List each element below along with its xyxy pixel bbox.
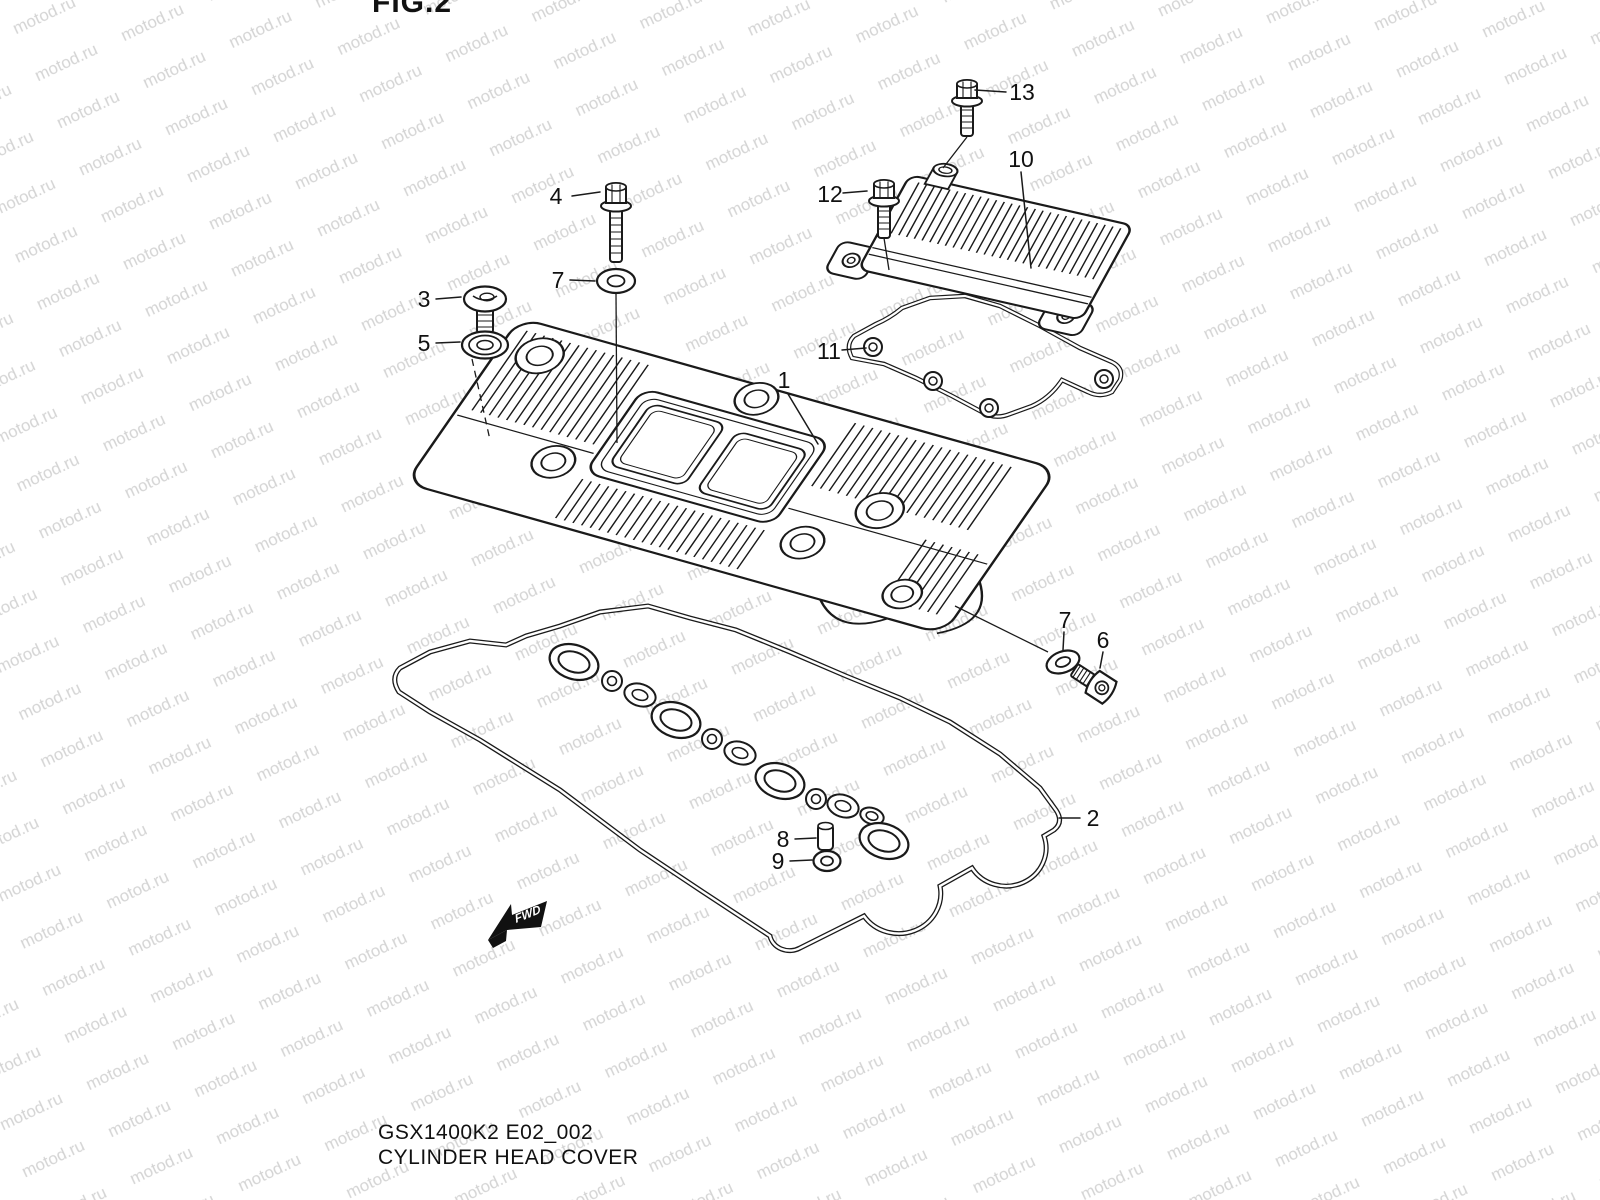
bolt-12 [868,179,900,239]
nut-9 [812,849,842,873]
figure-label: FIG.2 [372,0,452,19]
washer-7b [1045,649,1081,675]
callout-1: 1 [778,367,791,393]
callout-5: 5 [418,330,431,356]
callout-13: 13 [1009,79,1035,105]
callout-11: 11 [817,338,841,364]
gasket-2 [392,603,1062,954]
callout-7b: 7 [1059,607,1072,633]
bolt-bosses [514,337,924,610]
footer-title: CYLINDER HEAD COVER [378,1146,638,1169]
axis-lines [471,136,1049,653]
callout-9: 9 [772,848,785,874]
breather-nub [923,162,959,191]
callout-4: 4 [550,183,563,209]
callout-12: 12 [817,181,843,207]
callouts: 4 7 3 5 1 13 10 12 11 2 8 9 7 6 [418,79,1110,874]
fins-right-top [811,422,1012,531]
pin-8 [817,821,834,851]
cylinder-head-cover-1 [412,321,1051,635]
gasket-seal-chain [548,642,910,861]
callout-2: 2 [1087,805,1100,831]
callout-8: 8 [777,826,790,852]
gasket-11 [846,293,1124,419]
fins-breather [890,182,1122,280]
fins-right-end [883,539,979,615]
bolt-6 [1070,663,1118,705]
cover-plateau [589,390,826,523]
callout-7a: 7 [552,267,565,293]
washer-5 [460,330,510,360]
fins-left [471,330,649,445]
screw-3 [462,285,508,334]
breather-cover-10 [826,162,1131,337]
callout-3: 3 [418,286,431,312]
fins-front-center [554,478,765,570]
bolt-13 [951,79,983,137]
callout-10: 10 [1008,146,1034,172]
washer-7a [595,267,637,295]
footer-model-code: GSX1400K2 E02_002 [378,1121,593,1144]
bolt-4 [600,182,632,263]
callout-6: 6 [1097,627,1110,653]
